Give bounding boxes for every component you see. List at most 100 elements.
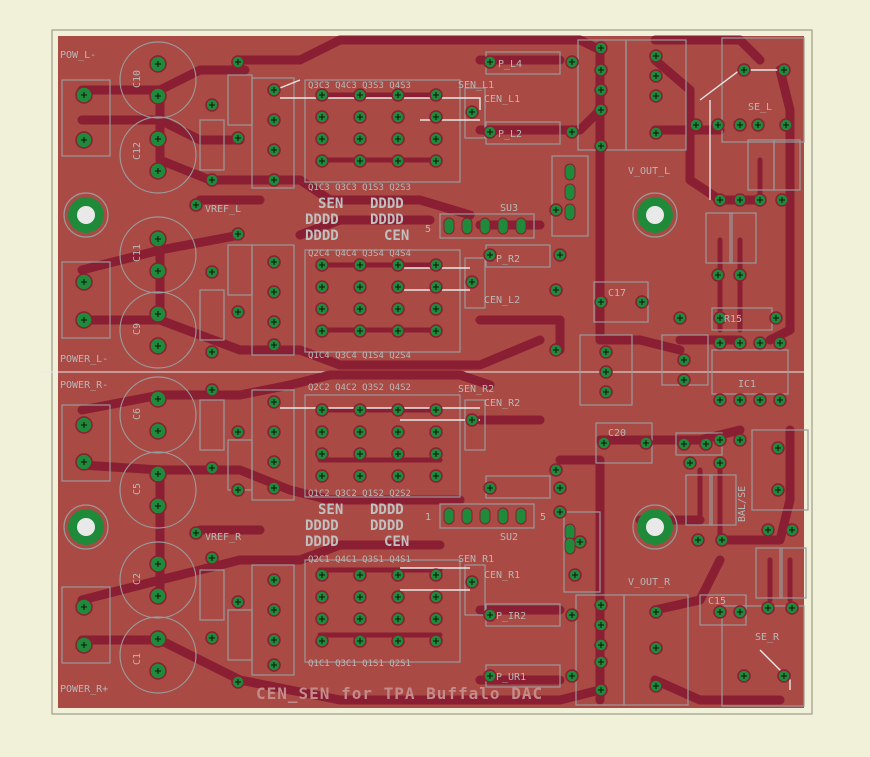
pad-cross <box>271 485 277 491</box>
pad-cross <box>717 609 723 615</box>
pad-cross <box>235 599 241 605</box>
pad-cross <box>357 572 363 578</box>
label-p-r2b: P_R2 <box>496 254 520 265</box>
pad-cross <box>653 645 659 651</box>
pad-cross <box>319 158 325 164</box>
pad-cross <box>235 135 241 141</box>
pad-cross <box>209 177 215 183</box>
pad-cross <box>433 638 439 644</box>
pad-cross <box>433 594 439 600</box>
pad-cross <box>433 451 439 457</box>
mounting-hole-drill <box>646 518 664 536</box>
board-title: CEN_SEN for TPA Buffalo DAC <box>256 684 543 703</box>
pad-cross <box>155 343 161 349</box>
label-dddd-b2: DDDD <box>305 534 339 550</box>
label-q-bot-2: Q1C2 Q3C2 Q1S2 Q2S2 <box>308 489 411 499</box>
pad-cross <box>155 561 161 567</box>
pad-cross <box>395 284 401 290</box>
label-cen-a: CEN <box>384 228 409 244</box>
pad-cross <box>155 168 161 174</box>
pad-cross <box>271 259 277 265</box>
label-se-l: SE_L <box>748 102 772 113</box>
pad-cross <box>781 67 787 73</box>
label-dddd-b1: DDDD <box>305 518 339 534</box>
pad-cross <box>569 612 575 618</box>
pad-cross <box>395 572 401 578</box>
label-q-top-1: Q3C3 Q4C3 Q3S3 Q4S3 <box>308 81 411 91</box>
pad-cross <box>715 122 721 128</box>
pad-cross <box>155 471 161 477</box>
pad-cross <box>271 319 277 325</box>
pad-cross <box>395 429 401 435</box>
pad-cross <box>653 73 659 79</box>
pad-cross <box>319 407 325 413</box>
pad-cross <box>603 349 609 355</box>
pad-cross <box>598 143 604 149</box>
pad-cross <box>235 231 241 237</box>
pad-cross <box>703 441 709 447</box>
label-p-r2: P_IR2 <box>496 611 526 622</box>
pad-cross <box>557 252 563 258</box>
pad-cross <box>433 572 439 578</box>
pad-cross <box>737 609 743 615</box>
label-cen-b: CEN <box>384 534 409 550</box>
label-power-l-minus: POWER_L- <box>60 354 108 365</box>
pad-cross <box>319 451 325 457</box>
pad-cross <box>235 309 241 315</box>
pad-cross <box>155 61 161 67</box>
pad-cross <box>81 422 87 428</box>
pad-cross <box>433 473 439 479</box>
pad-cross <box>717 340 723 346</box>
label-c5: C5 <box>132 483 143 495</box>
pad-cross <box>395 594 401 600</box>
pad-cross <box>81 604 87 610</box>
pad-cross <box>155 136 161 142</box>
label-p-l4: P_L4 <box>498 59 522 70</box>
pad-cross <box>357 429 363 435</box>
pad-cross <box>695 537 701 543</box>
pad-cross <box>357 451 363 457</box>
pad-layer <box>68 41 799 697</box>
pad-cross <box>271 459 277 465</box>
su2-pin <box>497 507 509 525</box>
pad-cross <box>319 114 325 120</box>
pad-cross <box>357 284 363 290</box>
label-c6: C6 <box>132 408 143 420</box>
pad-cross <box>643 440 649 446</box>
pad-cross <box>719 537 725 543</box>
label-sen-r1: SEN R1 <box>458 554 494 565</box>
pad-cross <box>553 207 559 213</box>
label-c10: C10 <box>132 70 143 88</box>
pad-cross <box>598 45 604 51</box>
pad-cross <box>681 441 687 447</box>
label-cen-r1: CEN_R1 <box>484 570 520 581</box>
pad-cross <box>319 306 325 312</box>
pad-cross <box>271 607 277 613</box>
pad-cross <box>757 397 763 403</box>
pad-cross <box>601 440 607 446</box>
label-sen-b: SEN <box>318 502 343 518</box>
pad-cross <box>357 638 363 644</box>
pad-cross <box>155 593 161 599</box>
pad-cross <box>395 451 401 457</box>
pad-cross <box>433 136 439 142</box>
silkscreen-layer <box>61 37 809 707</box>
pad-cross <box>357 92 363 98</box>
pad-cross <box>395 136 401 142</box>
label-cen-l2: CEN_L2 <box>484 295 520 306</box>
label-sen-a: SEN <box>318 196 343 212</box>
pad-cross <box>395 638 401 644</box>
pad-cross <box>155 396 161 402</box>
pad-cross <box>319 616 325 622</box>
pad-cross <box>773 315 779 321</box>
pad-cross <box>781 673 787 679</box>
pad-cross <box>271 117 277 123</box>
label-bal-se: BAL/SE <box>737 486 748 522</box>
pad-cross <box>553 347 559 353</box>
su3-pin <box>461 217 473 235</box>
label-se-r: SE_R <box>755 632 780 643</box>
pad-cross <box>357 473 363 479</box>
pad-cross <box>271 577 277 583</box>
pad-cross <box>639 299 645 305</box>
su3-pin <box>479 217 491 235</box>
